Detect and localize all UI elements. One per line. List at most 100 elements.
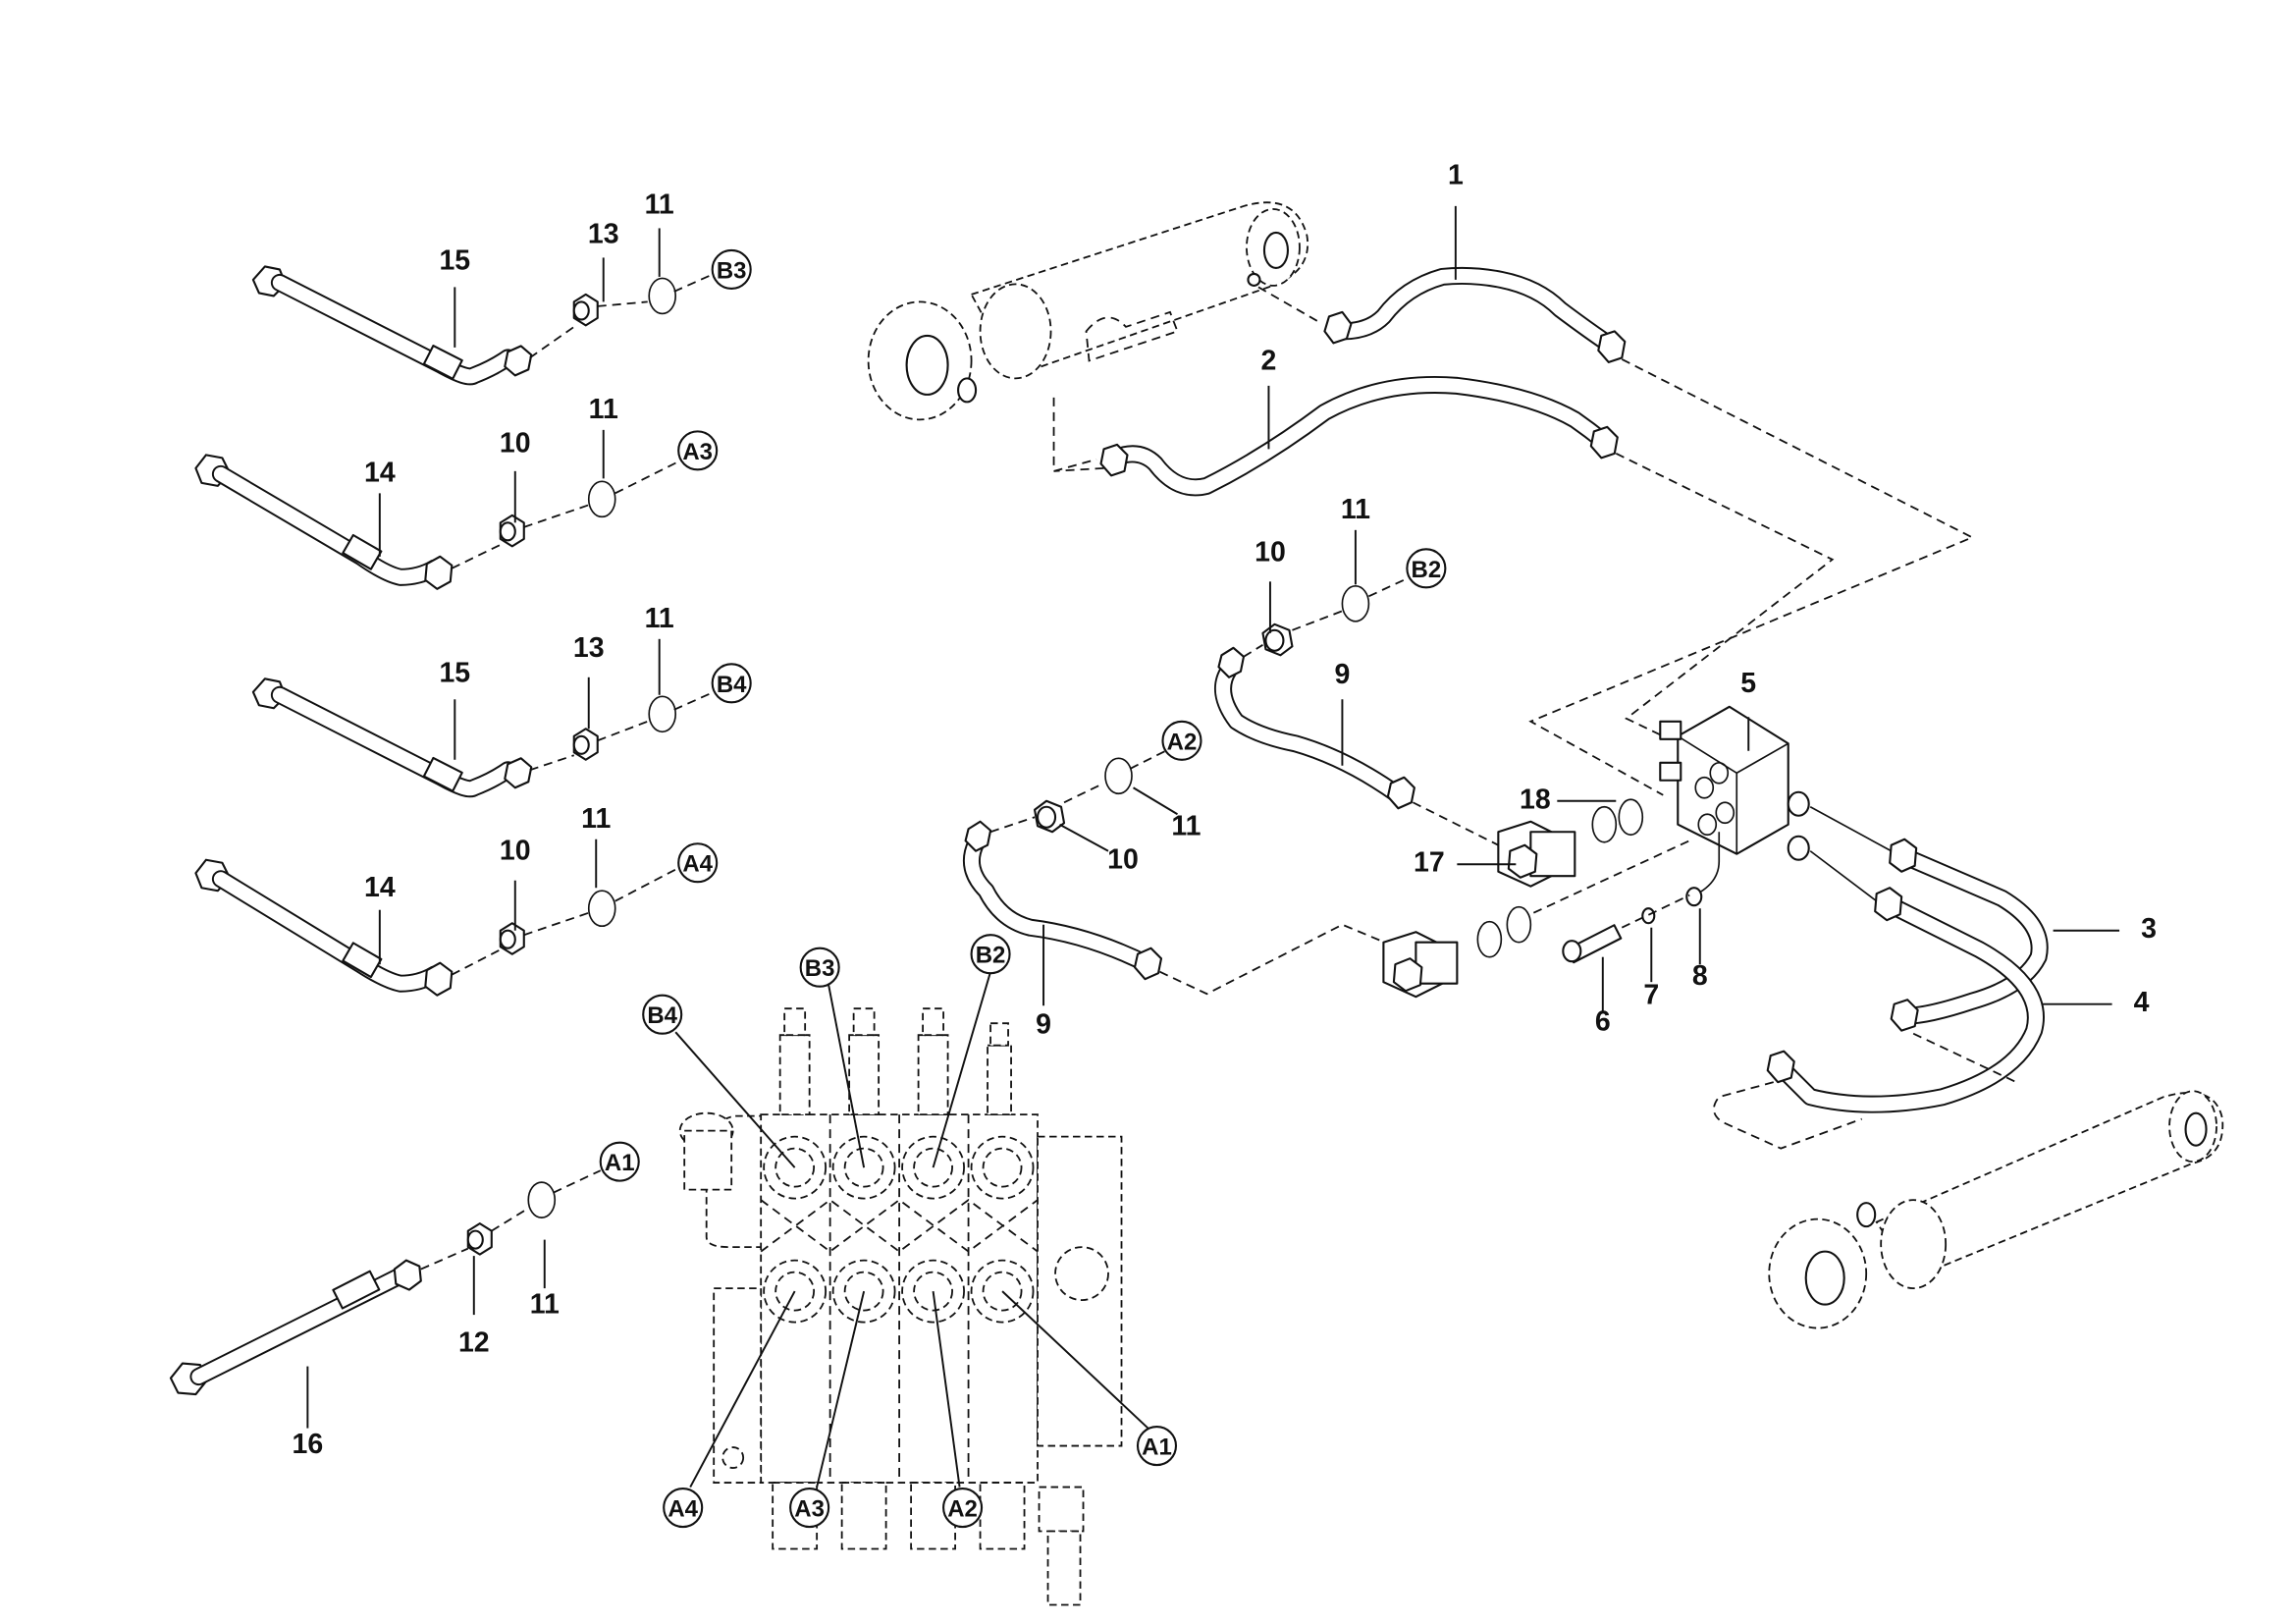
fitting-10-middle-lower	[1033, 799, 1066, 834]
elbow-fitting-17-lower	[1382, 931, 1459, 999]
callout-numbers: 1 2 3 4 5 6 7 8 9 9 10 10 10 10 11 11 11…	[293, 159, 2157, 1460]
seal-11-row5	[527, 1181, 557, 1218]
fitting-10-lower	[499, 922, 525, 955]
seal-lower-a	[1476, 920, 1503, 958]
fitting-10-upper	[499, 514, 525, 548]
callout-14-lower: 14	[364, 872, 396, 903]
svg-text:B2: B2	[1412, 557, 1442, 583]
svg-text:A2: A2	[1167, 729, 1198, 755]
callout-11-row2: 11	[589, 394, 618, 425]
svg-text:A3: A3	[682, 439, 713, 465]
callout-8: 8	[1692, 960, 1708, 992]
svg-text:A3: A3	[794, 1496, 825, 1523]
assembly-line	[1243, 576, 1411, 658]
callout-13-lower: 13	[573, 632, 605, 664]
callout-10-middle-upper: 10	[1255, 536, 1286, 568]
hose-15-upper	[251, 265, 533, 386]
bolt-6	[1562, 924, 1623, 964]
hose-14-lower	[194, 858, 454, 997]
seal-11-upper	[648, 277, 677, 315]
svg-text:B3: B3	[717, 257, 747, 284]
valve-port-a1: A1	[1136, 1426, 1178, 1467]
seal-11-row2	[587, 480, 616, 518]
hose-2	[1099, 375, 1619, 497]
svg-text:A4: A4	[667, 1496, 698, 1523]
hydraulic-cylinder-lower	[1713, 1032, 2224, 1329]
callout-10-row2: 10	[500, 427, 531, 459]
hydraulic-cylinder-upper	[867, 201, 1309, 473]
callout-15-lower: 15	[439, 657, 470, 688]
fitting-13-lower	[572, 728, 599, 761]
hose-9-upper	[1214, 646, 1415, 810]
manifold-block-5	[1659, 705, 1810, 861]
seal-18-a	[1591, 805, 1618, 843]
assembly-line	[529, 273, 715, 359]
callout-11-row3: 11	[645, 603, 674, 634]
callout-11-b2: 11	[1341, 494, 1370, 525]
callout-4: 4	[2134, 987, 2150, 1018]
hose-4-connector	[1809, 850, 1878, 902]
fitting-10-middle-upper	[1261, 623, 1294, 657]
seal-11-row3	[648, 695, 677, 733]
callout-10-row4: 10	[500, 836, 531, 867]
assembly-line	[1528, 358, 1975, 796]
svg-text:B3: B3	[805, 955, 835, 982]
assembly-line	[451, 866, 681, 976]
callout-18: 18	[1520, 784, 1551, 815]
hose-3-connector	[1809, 806, 1893, 852]
valve-port-b3: B3	[799, 947, 840, 988]
assembly-line	[1159, 923, 1414, 996]
seal-11-row4	[587, 890, 616, 928]
port-b3-label: B3	[711, 248, 752, 290]
fitting-13-upper	[572, 293, 599, 327]
callout-12: 12	[458, 1327, 490, 1359]
washer-7	[1641, 907, 1656, 925]
assembly-line	[989, 749, 1166, 834]
seal-lower-b	[1506, 905, 1532, 944]
svg-text:B4: B4	[717, 672, 747, 698]
callout-9-upper: 9	[1334, 659, 1350, 690]
callout-6: 6	[1595, 1006, 1611, 1038]
callout-14-upper: 14	[364, 457, 396, 488]
control-valve-bank	[678, 1007, 1123, 1606]
valve-port-b4: B4	[642, 994, 683, 1035]
callout-10-middle-lower: 10	[1107, 844, 1139, 876]
valve-port-b2: B2	[970, 934, 1011, 975]
port-a1-label: A1	[599, 1141, 640, 1182]
hose-14-upper	[194, 454, 454, 590]
port-a3-label: A3	[677, 430, 719, 471]
washer-8	[1685, 887, 1703, 907]
port-b4-label: B4	[711, 663, 752, 704]
assembly-line	[1053, 466, 1104, 472]
callout-3: 3	[2141, 913, 2157, 945]
svg-text:A4: A4	[682, 851, 713, 878]
callout-11-row1: 11	[645, 189, 674, 220]
callout-17: 17	[1414, 847, 1445, 879]
port-b2-label: B2	[1406, 548, 1447, 589]
callout-5: 5	[1740, 668, 1756, 699]
fitting-12	[466, 1222, 493, 1256]
assembly-line	[529, 690, 715, 772]
callout-16: 16	[293, 1429, 324, 1460]
assembly-line	[1621, 893, 1690, 929]
callout-11-row5: 11	[530, 1289, 560, 1321]
callout-13-upper: 13	[588, 218, 619, 249]
seal-18-b	[1618, 798, 1644, 837]
assembly-line	[1257, 286, 1318, 322]
svg-text:A2: A2	[947, 1496, 978, 1523]
valve-port-a2: A2	[942, 1487, 984, 1529]
hose-15-lower	[251, 677, 533, 798]
svg-text:B2: B2	[976, 943, 1006, 969]
elbow-fitting-17-upper	[1497, 820, 1576, 888]
svg-text:A1: A1	[605, 1150, 635, 1176]
callout-9-lower: 9	[1036, 1009, 1051, 1041]
port-a2-label: A2	[1161, 720, 1202, 761]
port-a4-label: A4	[677, 842, 719, 884]
seal-11-b2	[1341, 584, 1370, 623]
assembly-line	[1615, 453, 1835, 737]
valve-port-a4: A4	[663, 1487, 704, 1529]
bolt-path	[1699, 832, 1721, 893]
hose-4	[1766, 887, 2045, 1113]
svg-text:B4: B4	[647, 1002, 677, 1029]
